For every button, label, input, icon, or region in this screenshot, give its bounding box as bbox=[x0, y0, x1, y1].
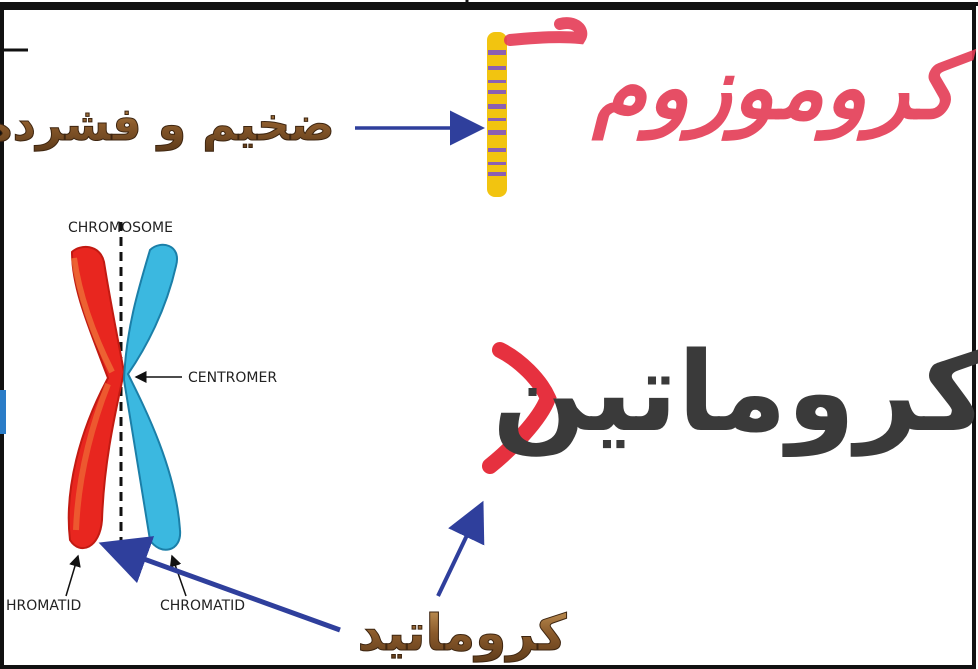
label-centromere-en: CENTROMER bbox=[188, 370, 277, 386]
left-edge-accent bbox=[0, 390, 6, 434]
chromatin-red-mark bbox=[482, 342, 557, 474]
chromatid-blue bbox=[122, 243, 182, 551]
label-chromosome-fa: کروموزوم bbox=[590, 36, 976, 141]
outer-frame bbox=[0, 6, 976, 669]
label-thick-condensed: ضخیم و فشرده bbox=[0, 97, 335, 151]
label-chromatid-right-en: CHROMATID bbox=[160, 598, 245, 614]
arrow-to-chromatin bbox=[436, 500, 485, 597]
label-chromatid-left-en: HROMATID bbox=[6, 598, 81, 614]
chromatid-right-pointer bbox=[169, 554, 187, 597]
x-chromosome-icon bbox=[67, 243, 182, 551]
chromatin-word-group: کروماتین bbox=[482, 328, 978, 474]
condensed-chromosome-icon bbox=[487, 32, 507, 197]
label-chromatin-fa: کروماتین bbox=[492, 328, 978, 457]
chromatid-left-pointer bbox=[65, 554, 81, 597]
arrow-to-chromatid bbox=[98, 536, 341, 633]
label-chromatid-fa: کروماتید bbox=[357, 604, 567, 663]
chromosome-word-group: کروموزوم bbox=[504, 17, 977, 141]
